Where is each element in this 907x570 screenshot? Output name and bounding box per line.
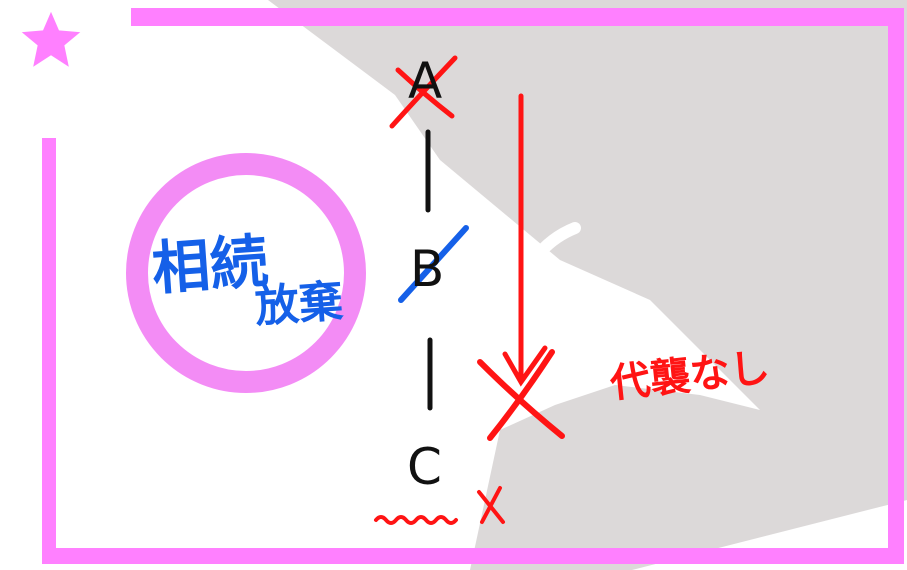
node-c-label: C <box>407 438 442 496</box>
arrow-down-icon <box>502 93 548 387</box>
background-shadow <box>268 0 907 570</box>
blue-slash-b <box>398 225 469 303</box>
frame-top-border <box>131 8 904 26</box>
frame-left-border <box>42 138 56 564</box>
frame-bottom-border <box>42 548 904 564</box>
node-a-label: A <box>408 52 443 110</box>
red-cross-a <box>389 55 458 129</box>
red-small-x <box>477 486 505 524</box>
background-shadow-arc <box>502 222 581 336</box>
frame-right-border <box>888 8 904 560</box>
red-squiggle <box>374 515 458 525</box>
blue-note-line1: 相続 <box>149 227 271 303</box>
node-b-label: B <box>410 240 445 298</box>
star-icon <box>14 4 88 74</box>
blue-note-line2: 放棄 <box>253 275 345 334</box>
big-red-x <box>477 349 565 441</box>
note-circle <box>126 153 366 393</box>
